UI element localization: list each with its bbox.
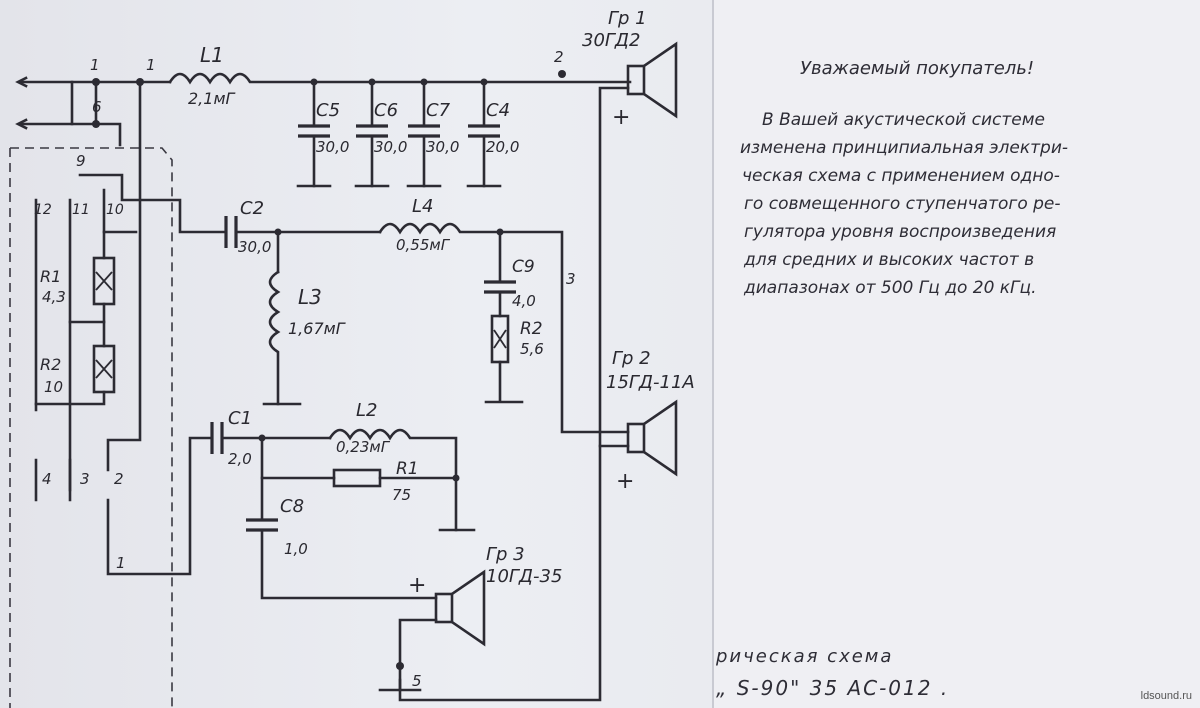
gr3-model: 10ГД-35 <box>486 566 562 587</box>
caption-line-1: рическая схема <box>716 646 894 667</box>
gr2-polarity: + <box>616 469 634 494</box>
gr2-label: Гр 2 <box>612 348 651 369</box>
l3-value: 1,67мГ <box>288 319 346 338</box>
c2-label: C2 <box>240 198 264 219</box>
node-5: 5 <box>412 672 422 690</box>
l4-label: L4 <box>412 196 433 217</box>
l4-value: 0,55мГ <box>396 236 451 254</box>
notice-line: диапазонах от 500 Гц до 20 кГц. <box>744 278 1037 298</box>
c5-value: 30,0 <box>316 138 349 156</box>
midrange-branch <box>78 173 630 434</box>
c8-value: 1,0 <box>284 540 308 558</box>
node-6: 6 <box>92 98 102 116</box>
switch-pin-10: 10 <box>106 202 124 218</box>
notice-line: изменена принципиальная электри- <box>740 138 1068 158</box>
caption-line-2: „ S-90" 35 АС-012 . <box>716 676 950 700</box>
notice-line: В Вашей акустической системе <box>762 110 1046 130</box>
node-1b: 1 <box>146 56 156 74</box>
c9-value: 4,0 <box>512 292 536 310</box>
input-terminals <box>15 76 122 147</box>
c1-label: C1 <box>228 408 252 429</box>
c2-value: 30,0 <box>238 238 271 256</box>
component-labels: L1 2,1мГ C5 30,0 C6 30,0 C7 30,0 C4 20,0… <box>40 43 544 558</box>
gr1-label: Гр 1 <box>608 8 647 29</box>
switch-frame <box>9 147 173 708</box>
switch-pin-1: 1 <box>116 554 126 572</box>
gr1-model: 30ГД2 <box>582 30 640 51</box>
r1-switch-label: R1 <box>40 267 61 286</box>
tweeter-branch <box>106 422 476 600</box>
l2-value: 0,23мГ <box>336 438 391 456</box>
c7-label: C7 <box>426 100 451 121</box>
l1-label: L1 <box>200 43 224 67</box>
r1-main-value: 75 <box>392 486 411 504</box>
node-1a: 1 <box>90 56 100 74</box>
r1-switch-value: 4,3 <box>42 288 66 306</box>
notice-sheet <box>714 0 1200 708</box>
c7-value: 30,0 <box>426 138 459 156</box>
gr3-polarity: + <box>408 573 426 598</box>
c6-label: C6 <box>374 100 398 121</box>
speaker-gr2-icon <box>598 399 678 477</box>
switch-pin-12: 12 <box>34 202 52 218</box>
gr3-label: Гр 3 <box>486 544 525 565</box>
notice-title: Уважаемый покупатель! <box>800 58 1035 79</box>
r1-main-label: R1 <box>396 459 419 479</box>
node-2: 2 <box>554 48 564 66</box>
c5-label: C5 <box>316 100 340 121</box>
node-3: 3 <box>566 270 576 288</box>
sheet-divider <box>712 0 714 708</box>
node-9: 9 <box>76 152 86 170</box>
level-switch <box>34 188 138 502</box>
notice-line: гулятора уровня воспроизведения <box>744 222 1057 242</box>
watermark: ldsound.ru <box>1140 690 1192 702</box>
c1-value: 2,0 <box>228 450 252 468</box>
switch-pin-4: 4 <box>42 470 52 488</box>
speaker-gr1-icon <box>398 41 678 702</box>
speaker-gr3-icon <box>378 569 486 692</box>
c4-value: 20,0 <box>486 138 519 156</box>
switch-pin-3: 3 <box>80 470 90 488</box>
l2-label: L2 <box>356 400 377 421</box>
switch-pin-11: 11 <box>72 202 90 218</box>
c8-label: C8 <box>280 496 304 517</box>
gr2-model: 15ГД-11А <box>606 372 695 393</box>
speaker-labels: Гр 1 30ГД2 + Гр 2 15ГД-11А + Гр 3 10ГД-3… <box>408 8 695 598</box>
notice-line: ческая схема с применением одно- <box>742 166 1060 186</box>
c4-label: C4 <box>486 100 510 121</box>
r2-switch-label: R2 <box>40 355 61 374</box>
node-labels: 1 1 2 3 5 6 9 12 11 10 4 3 2 1 <box>34 48 576 690</box>
r2-switch-value: 10 <box>44 378 63 396</box>
c9-label: C9 <box>512 257 535 277</box>
r2-main-label: R2 <box>520 319 543 339</box>
switch-pin-2: 2 <box>114 470 124 488</box>
l3-label: L3 <box>298 285 322 309</box>
gr1-polarity: + <box>612 105 630 130</box>
woofer-branch <box>94 70 632 472</box>
crossover-schematic: L1 2,1мГ C5 30,0 C6 30,0 C7 30,0 C4 20,0… <box>9 8 695 708</box>
notice-line: для средних и высоких частот в <box>744 250 1035 270</box>
l1-value: 2,1мГ <box>188 89 236 108</box>
notice-line: го совмещенного ступенчатого ре- <box>744 194 1061 214</box>
r2-main-value: 5,6 <box>520 340 544 358</box>
c6-value: 30,0 <box>374 138 407 156</box>
